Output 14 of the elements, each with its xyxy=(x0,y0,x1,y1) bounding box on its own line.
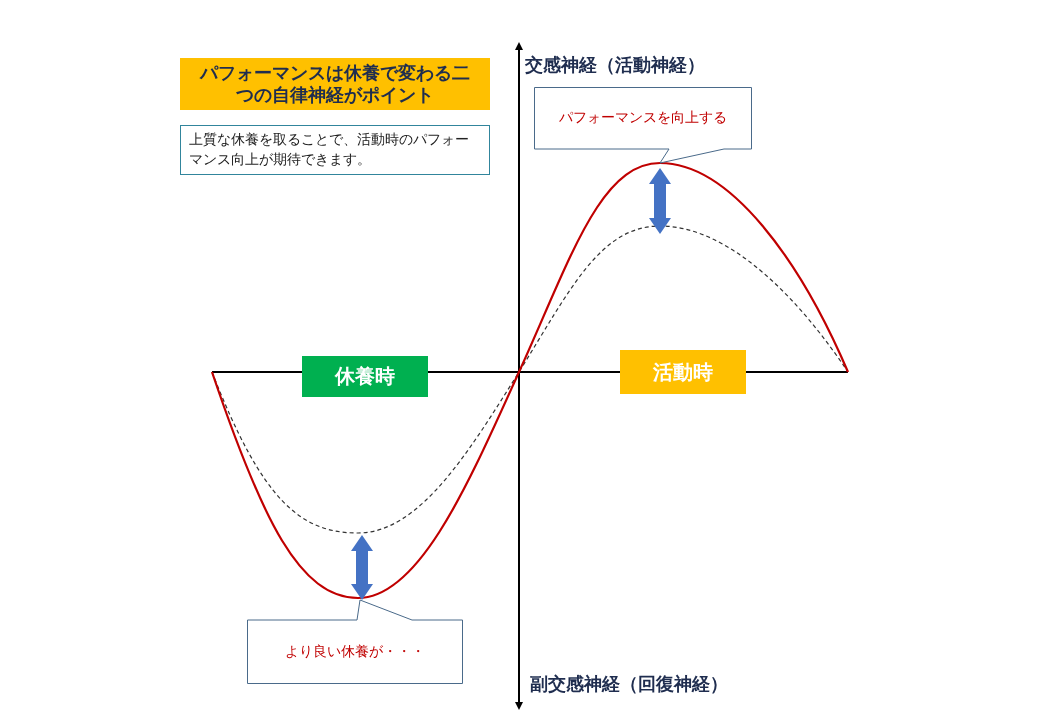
phase-box xyxy=(620,350,746,394)
callout-bubble xyxy=(247,598,463,684)
note-text: 上質な休養を取ることで、活動時のパフォーマンス向上が期待できます。 xyxy=(188,130,470,169)
callout-text: より良い休養が・・・ xyxy=(285,642,425,661)
phase-label: 活動時 xyxy=(653,358,713,386)
title-text: パフォーマンスは休養で変わる二つの自律神経がポイント xyxy=(198,61,471,107)
callout-text: パフォーマンスを向上する xyxy=(559,108,727,127)
callout-bubble xyxy=(534,87,752,165)
axis-label: 交感神経（活動神経） xyxy=(525,53,705,77)
note-box xyxy=(180,125,490,175)
phase-label: 休養時 xyxy=(335,363,395,390)
title-box xyxy=(180,58,490,110)
phase-box xyxy=(302,356,428,397)
axis-label: 副交感神経（回復神経） xyxy=(530,672,728,696)
